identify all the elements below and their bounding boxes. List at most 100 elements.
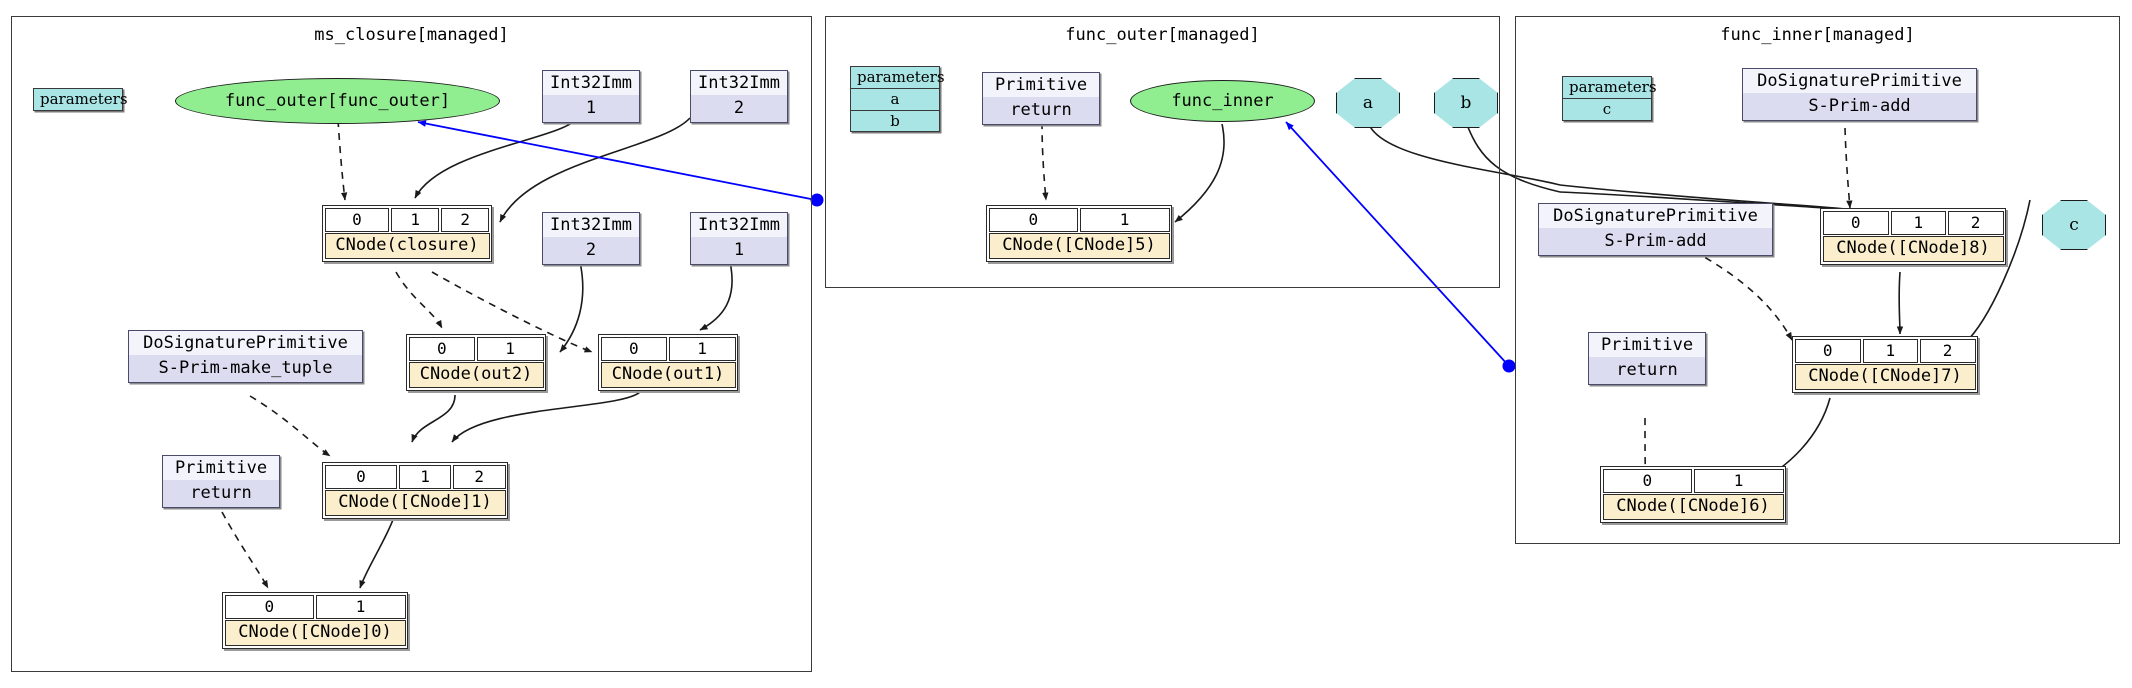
cluster-title-ms-closure: ms_closure[managed] — [314, 25, 509, 45]
cnode-port-1[interactable]: 1 — [398, 464, 452, 489]
primitive-name-label: S-Prim-add — [1743, 93, 1976, 120]
value-node-int32imm-2: Int32Imm 2 — [690, 70, 788, 123]
graph-ref-label: func_inner — [1171, 91, 1274, 111]
cluster-func-outer: func_outer[managed] — [825, 16, 1500, 288]
cluster-title-func-inner: func_inner[managed] — [1720, 25, 1915, 45]
parameter-item-a: a — [851, 89, 939, 111]
graph-ref-func-outer[interactable]: func_outer[func_outer] — [175, 78, 500, 124]
graph-ref-label: func_outer[func_outer] — [224, 91, 451, 111]
free-var-anchor-dot — [1502, 359, 1516, 373]
cnode-cnode1[interactable]: 0 1 2 CNode([CNode]1) — [322, 462, 508, 519]
value-type-label: Int32Imm — [543, 213, 639, 237]
cnode-port-2[interactable]: 2 — [1919, 338, 1976, 363]
cnode-port-1[interactable]: 1 — [315, 594, 406, 619]
value-literal: 2 — [543, 237, 639, 264]
cnode-out2[interactable]: 0 1 CNode(out2) — [406, 334, 546, 391]
cnode-port-0[interactable]: 0 — [324, 207, 390, 232]
cnode-ports: 0 1 — [988, 207, 1170, 232]
primitive-type-label: DoSignaturePrimitive — [1743, 69, 1976, 93]
cluster-ms-closure: ms_closure[managed] — [11, 16, 812, 672]
cnode-port-0[interactable]: 0 — [1602, 468, 1693, 493]
parameters-table-func-inner: parameters c — [1562, 76, 1657, 121]
cnode-port-0[interactable]: 0 — [1822, 210, 1889, 235]
cnode-label: CNode(out1) — [600, 362, 736, 388]
parameter-item-c: c — [1602, 99, 1612, 118]
octagon-wrap-c: c — [2042, 200, 2106, 250]
primitive-node-return-1: Primitive return — [162, 455, 280, 508]
cnode-port-0[interactable]: 0 — [1794, 338, 1861, 363]
cnode-ports: 0 1 — [600, 336, 736, 361]
cnode-label: CNode(closure) — [324, 233, 490, 259]
graph-ref-func-inner[interactable]: func_inner — [1130, 80, 1315, 122]
primitive-type-label: Primitive — [163, 456, 279, 480]
cnode-label: CNode([CNode]1) — [324, 490, 506, 516]
param-node-b[interactable]: b — [1434, 78, 1498, 128]
cnode-port-1[interactable]: 1 — [1862, 338, 1919, 363]
cnode-ports: 0 1 — [224, 594, 406, 619]
primitive-type-label: DoSignaturePrimitive — [1539, 204, 1772, 228]
cnode-label: CNode(out2) — [408, 362, 544, 388]
value-type-label: Int32Imm — [691, 71, 787, 95]
parameters-header: parameters — [40, 90, 128, 108]
cnode-ports: 0 1 2 — [1822, 210, 2004, 235]
cnode-closure[interactable]: 0 1 2 CNode(closure) — [322, 205, 492, 262]
cluster-func-inner: func_inner[managed] — [1515, 16, 2120, 544]
value-node-int32imm-3: Int32Imm 2 — [542, 212, 640, 265]
cnode-port-1[interactable]: 1 — [668, 336, 736, 361]
cnode-cnode0[interactable]: 0 1 CNode([CNode]0) — [222, 592, 408, 649]
cnode-port-0[interactable]: 0 — [324, 464, 398, 489]
parameters-table-func-outer: parameters a b — [850, 66, 945, 133]
cnode-cnode6[interactable]: 0 1 CNode([CNode]6) — [1600, 466, 1786, 523]
parameter-item-b: b — [890, 111, 900, 130]
free-var-anchor-dot — [810, 193, 824, 207]
cnode-port-1[interactable]: 1 — [1890, 210, 1947, 235]
primitive-node-return-outer: Primitive return — [982, 72, 1100, 125]
cnode-ports: 0 1 — [1602, 468, 1784, 493]
cnode-port-0[interactable]: 0 — [988, 207, 1079, 232]
cnode-port-1[interactable]: 1 — [476, 336, 544, 361]
primitive-type-label: Primitive — [1589, 333, 1705, 357]
param-node-label: c — [2069, 215, 2079, 235]
cnode-cnode7[interactable]: 0 1 2 CNode([CNode]7) — [1792, 336, 1978, 393]
primitive-name-label: return — [163, 480, 279, 507]
cnode-label: CNode([CNode]6) — [1602, 494, 1784, 520]
param-node-a[interactable]: a — [1336, 78, 1400, 128]
cnode-port-1[interactable]: 1 — [390, 207, 440, 232]
cluster-title-func-outer: func_outer[managed] — [1065, 25, 1260, 45]
primitive-node-add-top: DoSignaturePrimitive S-Prim-add — [1742, 68, 1977, 121]
value-literal: 1 — [543, 95, 639, 122]
cnode-label: CNode([CNode]5) — [988, 233, 1170, 259]
cnode-port-0[interactable]: 0 — [224, 594, 315, 619]
cnode-ports: 0 1 2 — [324, 464, 506, 489]
octagon-wrap-b: b — [1434, 78, 1498, 128]
octagon-wrap-a: a — [1336, 78, 1400, 128]
cnode-label: CNode([CNode]7) — [1794, 364, 1976, 390]
value-literal: 1 — [691, 237, 787, 264]
primitive-node-add-left: DoSignaturePrimitive S-Prim-add — [1538, 203, 1773, 256]
value-node-int32imm-1: Int32Imm 1 — [542, 70, 640, 123]
param-node-label: b — [1460, 93, 1472, 113]
primitive-name-label: return — [1589, 357, 1705, 384]
cnode-ports: 0 1 2 — [1794, 338, 1976, 363]
cnode-ports: 0 1 — [408, 336, 544, 361]
cnode-ports: 0 1 2 — [324, 207, 490, 232]
cnode-port-1[interactable]: 1 — [1693, 468, 1784, 493]
primitive-node-make-tuple: DoSignaturePrimitive S-Prim-make_tuple — [128, 330, 363, 383]
primitive-name-label: S-Prim-add — [1539, 228, 1772, 255]
cnode-port-1[interactable]: 1 — [1079, 207, 1170, 232]
cnode-port-0[interactable]: 0 — [408, 336, 476, 361]
cnode-port-2[interactable]: 2 — [440, 207, 490, 232]
value-node-int32imm-4: Int32Imm 1 — [690, 212, 788, 265]
value-literal: 2 — [691, 95, 787, 122]
cnode-port-0[interactable]: 0 — [600, 336, 668, 361]
primitive-node-return-inner: Primitive return — [1588, 332, 1706, 385]
cnode-label: CNode([CNode]8) — [1822, 236, 2004, 262]
cnode-port-2[interactable]: 2 — [452, 464, 506, 489]
cnode-out1[interactable]: 0 1 CNode(out1) — [598, 334, 738, 391]
param-node-c[interactable]: c — [2042, 200, 2106, 250]
cnode-port-2[interactable]: 2 — [1947, 210, 2004, 235]
cnode-cnode8[interactable]: 0 1 2 CNode([CNode]8) — [1820, 208, 2006, 265]
primitive-name-label: return — [983, 97, 1099, 124]
parameters-header: parameters — [851, 67, 945, 89]
cnode-cnode5[interactable]: 0 1 CNode([CNode]5) — [986, 205, 1172, 262]
